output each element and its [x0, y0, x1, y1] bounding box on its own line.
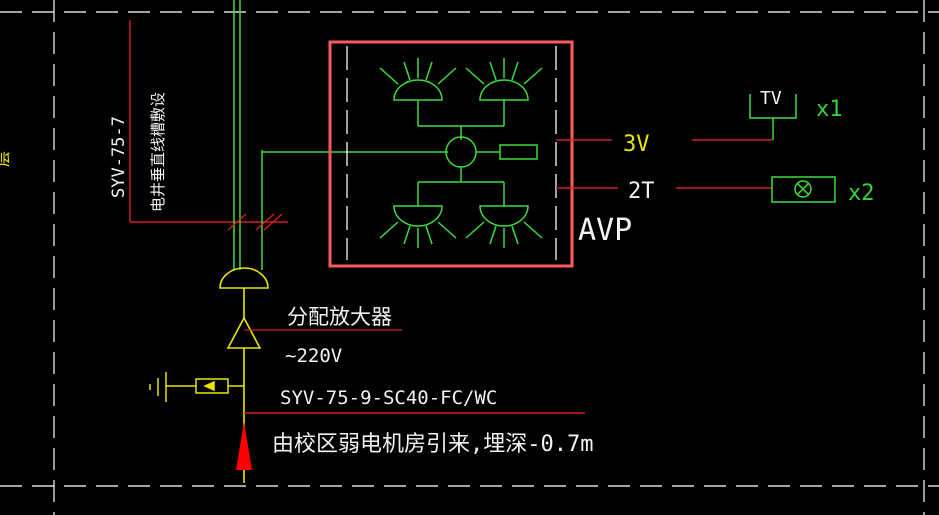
power-label: ~220V — [285, 345, 342, 367]
avp-cabinet-frame — [346, 46, 557, 260]
socket-count: x2 — [848, 181, 875, 206]
tv-outlet-icon — [749, 94, 797, 140]
avp-splitters — [379, 58, 543, 248]
cable-vertical-label: SYV-75-7 — [109, 116, 129, 198]
arrow-up-icon — [236, 422, 252, 470]
feed-cable-label: SYV-75-9-SC40-FC/WC — [280, 387, 497, 409]
port-3v-label: 3V — [623, 132, 650, 157]
avp-label: AVP — [578, 213, 632, 248]
output-lines — [556, 139, 772, 189]
amplifier-triangle-icon — [226, 316, 262, 349]
amplifier-label: 分配放大器 — [287, 305, 392, 329]
source-note: 由校区弱电机房引来,埋深-0.7m — [272, 432, 593, 457]
port-2t-label: 2T — [628, 179, 655, 204]
tv-count: x1 — [816, 97, 843, 122]
avp-highlight-box — [328, 40, 574, 268]
riser-ticks — [227, 213, 283, 231]
socket-icon — [771, 176, 836, 203]
riser-note-label: 电井垂直线槽敷设 — [149, 92, 167, 212]
splitter-icon — [219, 267, 269, 289]
tv-label: TV — [760, 88, 782, 109]
left-edge-fragment: 层 — [0, 151, 12, 167]
ground-icon — [149, 372, 244, 402]
